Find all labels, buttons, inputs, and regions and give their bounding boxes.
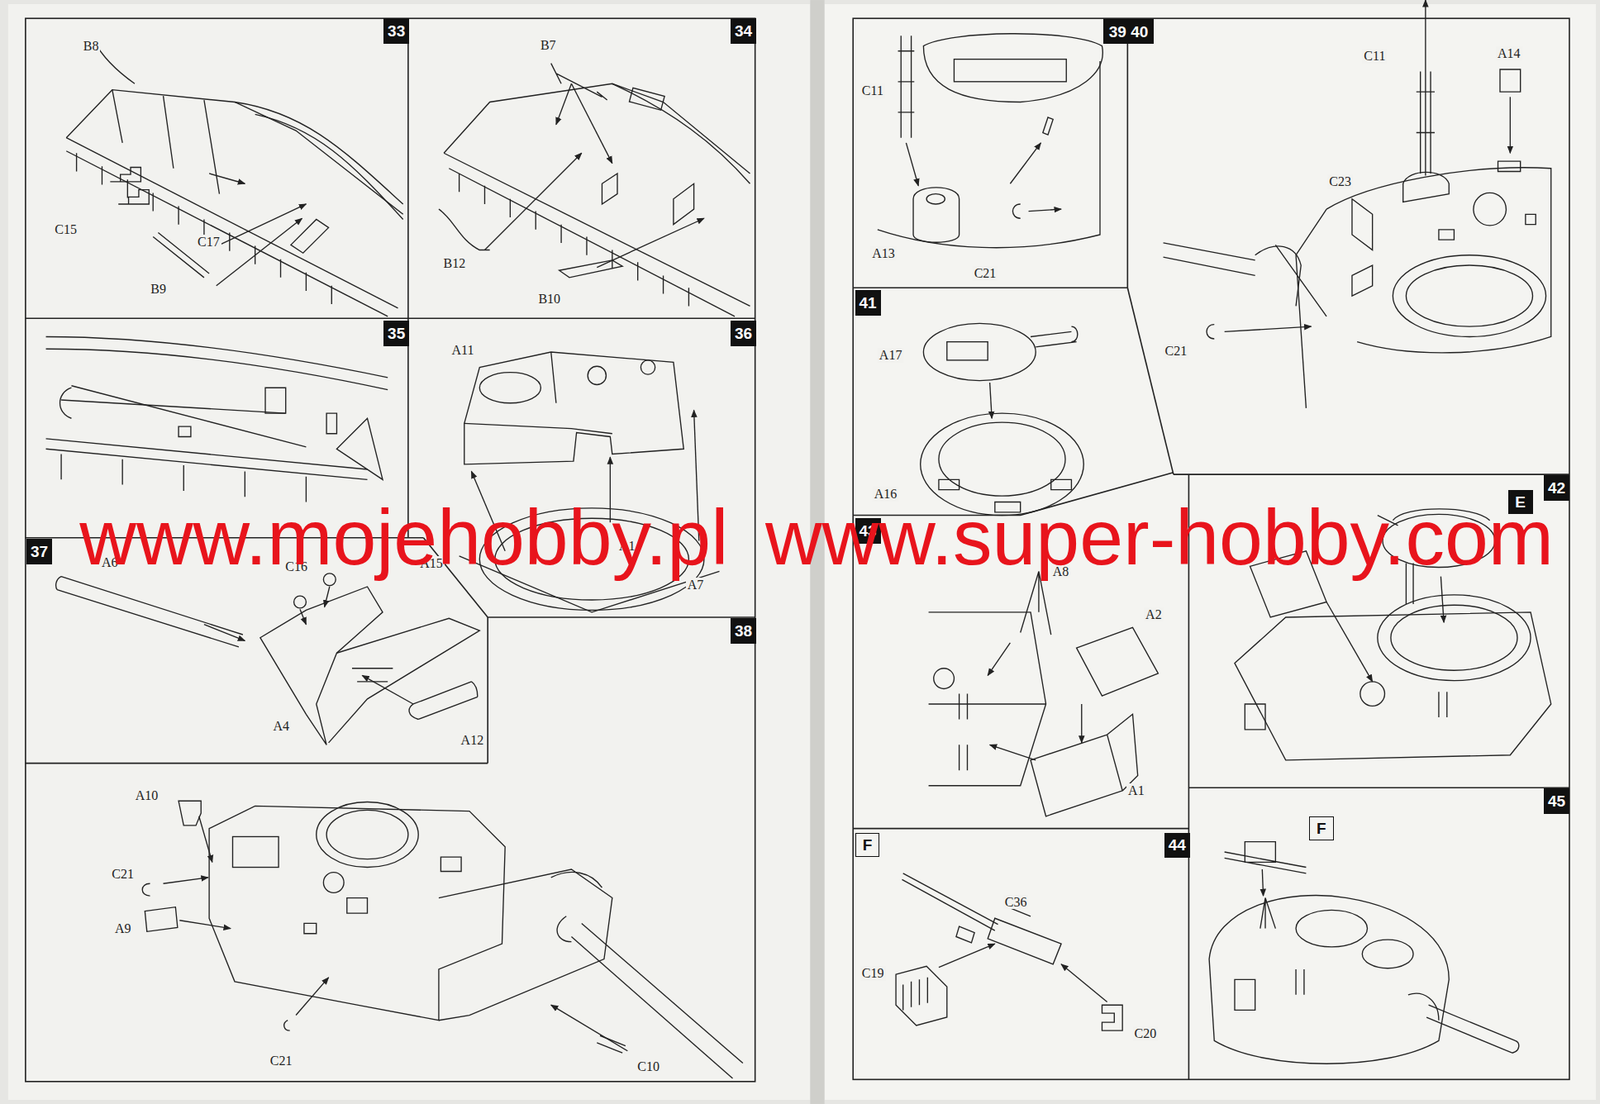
step-text: 39 40 [1109, 23, 1149, 40]
part-number: C11 [860, 83, 886, 99]
part-number: C20 [1133, 1026, 1159, 1042]
panel-borders [25, 18, 1570, 1082]
part-number: A9 [113, 921, 134, 937]
step-text: F [1316, 820, 1327, 837]
step-number: 41 [855, 290, 881, 316]
part-number: B9 [148, 281, 168, 297]
option-letter: F [855, 833, 881, 858]
part-number: C23 [1327, 174, 1353, 190]
part-number: C11 [1361, 48, 1387, 64]
step-text: F [862, 837, 873, 853]
option-letter: F [1309, 816, 1334, 842]
part-number: B10 [536, 291, 562, 307]
part-number: A1 [1126, 783, 1147, 799]
part-number: C36 [1003, 895, 1029, 910]
step-number: 44 [1164, 833, 1191, 859]
part-number: A7 [685, 577, 706, 593]
part-number: A12 [459, 733, 486, 748]
left-page [8, 4, 810, 1100]
step-number: 45 [1543, 788, 1570, 815]
step-number: 34 [730, 18, 757, 44]
step-text: 37 [30, 543, 48, 560]
part-number: A11 [450, 342, 477, 358]
part-number: C17 [195, 234, 222, 250]
part-number: C21 [1163, 343, 1190, 359]
watermark: www.super-hobby.com [765, 498, 1554, 577]
step-number: 36 [730, 320, 757, 347]
part-number: C21 [268, 1053, 295, 1069]
step-text: 44 [1168, 837, 1186, 853]
part-number: A4 [271, 719, 291, 734]
part-number: A17 [877, 347, 905, 363]
part-number: C19 [860, 966, 886, 981]
step-text: 36 [734, 325, 753, 342]
part-number: C10 [635, 1059, 662, 1075]
step-number: 37 [26, 538, 53, 565]
part-number: C21 [109, 866, 136, 882]
part-number: C15 [52, 222, 79, 238]
part-number: B7 [538, 38, 558, 53]
step-text: 34 [734, 23, 753, 39]
step-text: 38 [734, 623, 753, 639]
step-number: 39 40 [1103, 19, 1155, 44]
step-text: 35 [387, 325, 405, 342]
part-number: B12 [442, 256, 468, 272]
step-text: 42 [1547, 480, 1566, 496]
part-number: A10 [133, 788, 161, 804]
part-number: A2 [1143, 607, 1164, 623]
part-number: B8 [81, 38, 101, 54]
watermark: www.mojehobby.pl [79, 498, 729, 577]
part-number: C21 [972, 266, 999, 281]
step-text: 45 [1547, 793, 1566, 810]
step-text: 41 [859, 295, 877, 311]
step-number: 38 [730, 618, 757, 644]
step-number: 33 [383, 18, 410, 44]
part-number: A13 [870, 246, 897, 262]
step-number: 35 [383, 320, 410, 347]
step-text: 33 [387, 23, 405, 39]
part-number: A14 [1495, 46, 1523, 62]
